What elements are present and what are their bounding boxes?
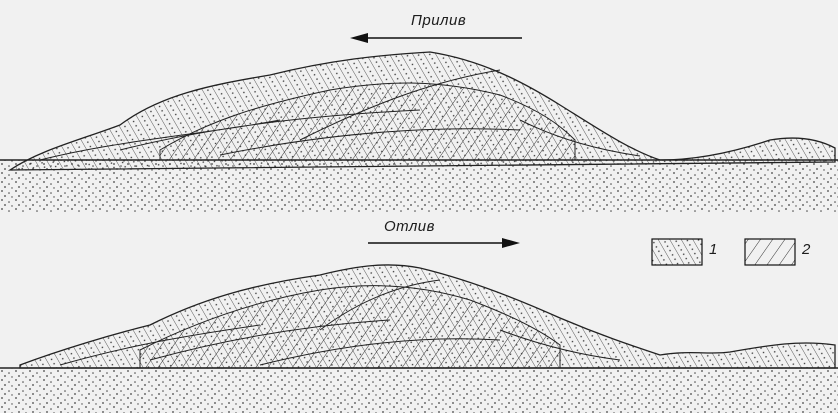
flood-arrow xyxy=(350,33,522,43)
legend-swatch-1 xyxy=(652,239,702,265)
legend-number-1: 1 xyxy=(709,241,718,258)
sand-base-bottom xyxy=(0,368,838,413)
flood-label: Прилив xyxy=(411,12,466,29)
ebb-profile xyxy=(0,265,838,413)
legend-swatch-2 xyxy=(745,239,795,265)
legend-number-2: 2 xyxy=(802,241,811,258)
ebb-label: Отлив xyxy=(384,218,435,235)
ebb-arrow xyxy=(368,238,520,248)
flood-profile xyxy=(0,52,838,212)
